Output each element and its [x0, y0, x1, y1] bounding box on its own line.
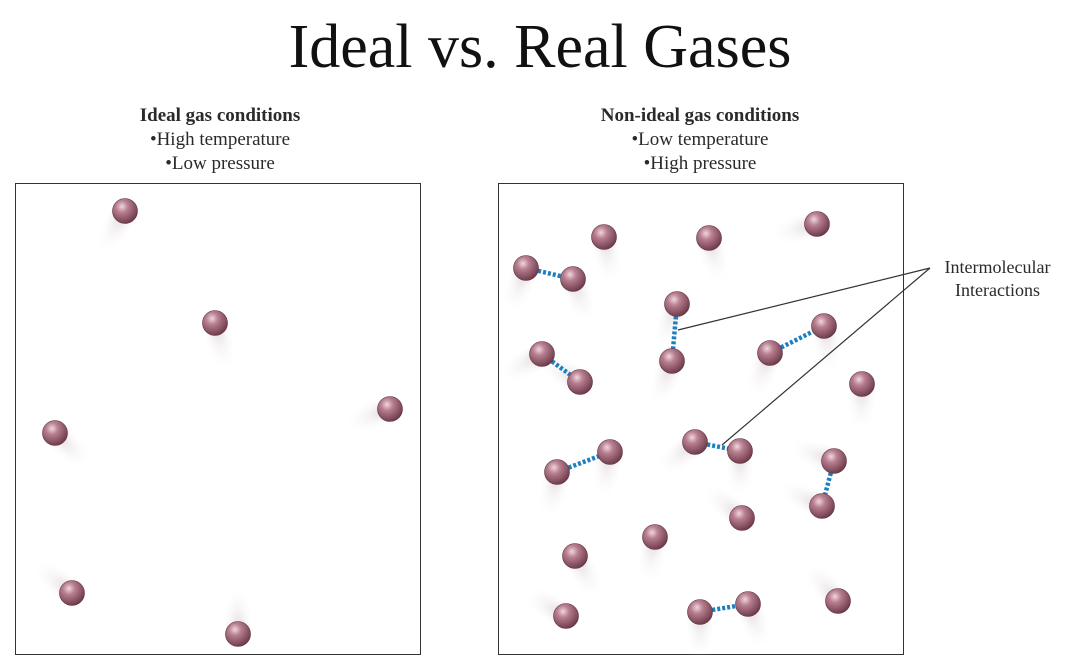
ideal-bullet-temperature: •High temperature: [149, 129, 291, 150]
nonideal-gas-container: [498, 183, 904, 655]
ideal-conditions: Ideal gas conditions •High temperature •…: [40, 104, 400, 176]
ideal-gas-container: [15, 183, 421, 655]
callout-line-1: Intermolecular: [944, 257, 1051, 277]
diagram-title: Ideal vs. Real Gases: [288, 13, 792, 81]
intermolecular-interactions-label: Intermolecular Interactions: [915, 256, 1080, 302]
nonideal-conditions: Non-ideal gas conditions •Low temperatur…: [500, 104, 900, 176]
nonideal-bullet-temperature: •Low temperature: [631, 129, 769, 150]
ideal-bullet-pressure: •Low pressure: [165, 153, 275, 174]
callout-line-2: Interactions: [955, 280, 1040, 300]
nonideal-bullet-pressure: •High pressure: [643, 153, 757, 174]
nonideal-conditions-heading: Non-ideal gas conditions: [600, 105, 800, 126]
ideal-conditions-heading: Ideal gas conditions: [139, 105, 301, 126]
